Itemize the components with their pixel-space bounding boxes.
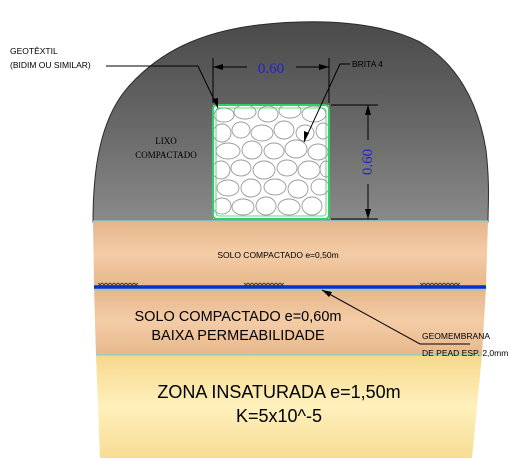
geotextil-label-line1: GEOTÊXTIL xyxy=(10,46,58,56)
width-arrow-left xyxy=(213,64,223,70)
solo-baixa-label-line2: BAIXA PERMEABILIDADE xyxy=(151,328,325,344)
zona-insaturada-layer xyxy=(96,355,482,458)
solo-compactado-label: SOLO COMPACTADO e=0,50m xyxy=(217,250,338,260)
lixo-label-line1: LIXO xyxy=(155,136,177,146)
solo-baixa-label-line1: SOLO COMPACTADO e=0,60m xyxy=(135,309,342,325)
solo-compactado-layer xyxy=(93,221,488,286)
solo-baixa-permeabilidade-layer xyxy=(94,287,486,355)
geomembrana-hatching xyxy=(97,282,461,287)
zona-insaturada-label-line1: ZONA INSATURADA e=1,50m xyxy=(157,382,400,402)
geotextil-label-line2: (BIDIM OU SIMILAR) xyxy=(10,60,91,70)
height-dimension-text: 0.60 xyxy=(360,149,376,175)
geomembrana-label-line1: GEOMEMBRANA xyxy=(422,331,490,341)
leader-lines xyxy=(106,63,470,345)
width-arrow-right xyxy=(319,64,329,70)
geotextil-arrow xyxy=(212,98,218,108)
height-arrow-bottom xyxy=(365,209,371,219)
geomembrana-label-line2: DE PEAD ESP. 2,0mm xyxy=(422,348,508,358)
brita-arrow xyxy=(304,131,309,142)
width-dimension-text: 0.60 xyxy=(258,61,284,77)
geomembrana-arrow xyxy=(322,290,332,297)
brita-label: BRITA 4 xyxy=(352,59,383,69)
height-arrow-top xyxy=(365,105,371,115)
brita-drain xyxy=(212,104,330,220)
lixo-label-line2: COMPACTADO xyxy=(135,150,197,160)
zona-insaturada-label-line2: K=5x10^-5 xyxy=(236,406,322,426)
